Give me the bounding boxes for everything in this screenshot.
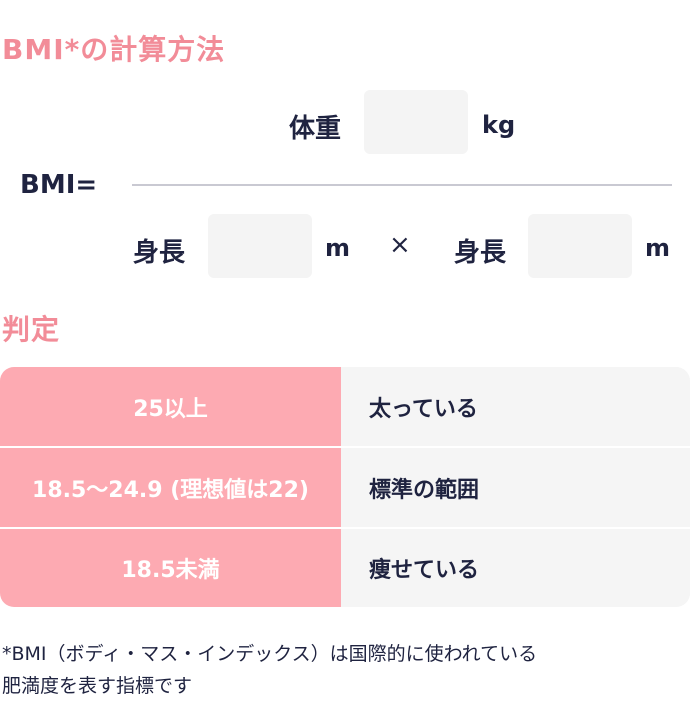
- height-input-1[interactable]: [208, 214, 312, 278]
- row-divider: [0, 446, 341, 448]
- multiply-icon: ×: [389, 230, 411, 260]
- height-input-2[interactable]: [528, 214, 632, 278]
- bmi-formula-label: BMI=: [20, 170, 98, 200]
- bmi-range-cell: 25以上: [0, 367, 341, 446]
- result-cell: 標準の範囲: [341, 448, 690, 527]
- row-divider: [341, 527, 690, 529]
- height-label-2: 身長: [454, 238, 507, 268]
- fraction-line: [132, 184, 672, 186]
- footnote-line-2: 肥満度を表す指標です: [2, 675, 193, 697]
- judgement-heading: 判定: [2, 313, 61, 346]
- height-unit-1: m: [325, 234, 351, 262]
- height-unit-2: m: [645, 234, 671, 262]
- judgement-table: 25以上 太っている 18.5〜24.9 (理想値は22) 標準の範囲 18.5…: [0, 367, 690, 607]
- row-divider: [341, 446, 690, 448]
- weight-unit: kg: [482, 111, 516, 139]
- table-row: 18.5未満 痩せている: [0, 529, 690, 607]
- table-row: 25以上 太っている: [0, 367, 690, 446]
- row-divider: [0, 527, 341, 529]
- bmi-range-cell: 18.5〜24.9 (理想値は22): [0, 448, 341, 527]
- table-row: 18.5〜24.9 (理想値は22) 標準の範囲: [0, 448, 690, 527]
- weight-label: 体重: [289, 114, 342, 144]
- result-cell: 太っている: [341, 367, 690, 446]
- height-label-1: 身長: [133, 238, 186, 268]
- bmi-range-cell: 18.5未満: [0, 529, 341, 607]
- footnote-line-1: *BMI（ボディ・マス・インデックス）は国際的に使われている: [2, 643, 538, 665]
- bmi-calculation-heading: BMI*の計算方法: [2, 33, 226, 66]
- result-cell: 痩せている: [341, 529, 690, 607]
- weight-input[interactable]: [364, 90, 468, 154]
